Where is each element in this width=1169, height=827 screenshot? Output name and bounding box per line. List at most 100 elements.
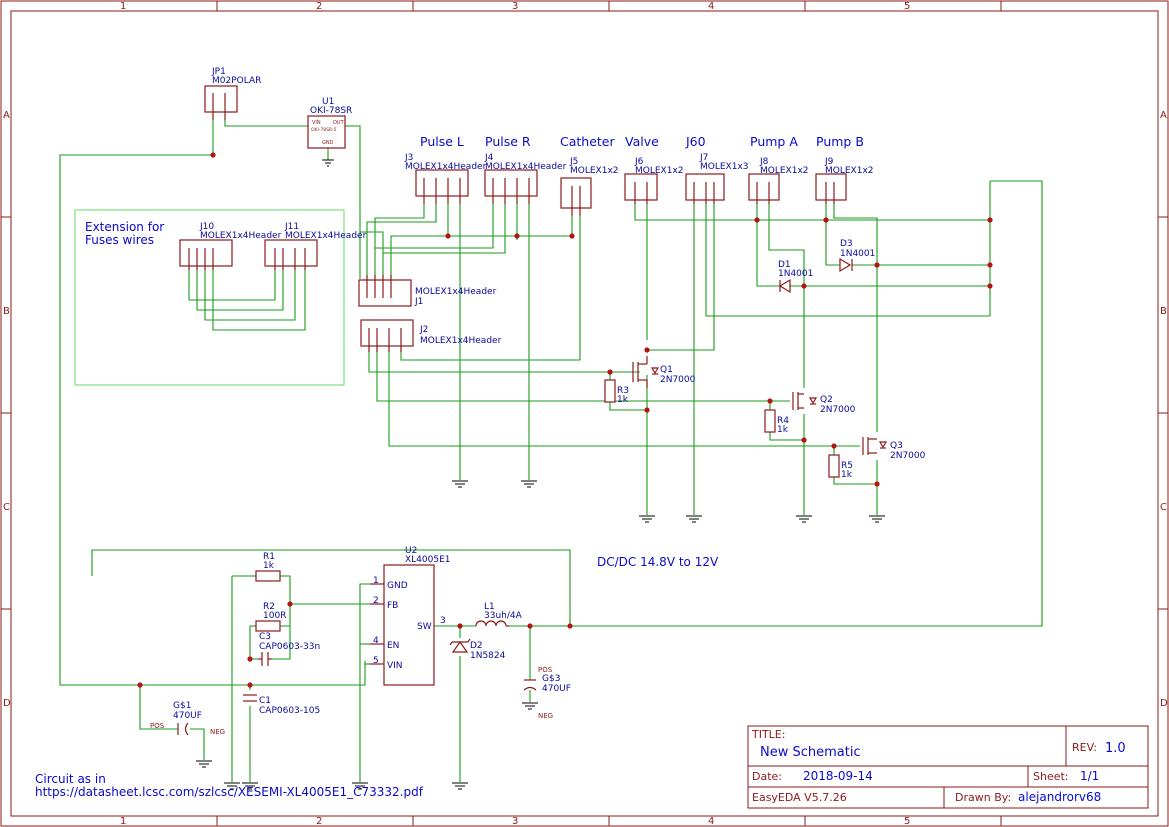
q1-value: 2N7000 [660,375,696,385]
l1-ref: L1 [484,602,495,612]
j3-ref: J3 [404,153,413,163]
row-label-left-c: C [3,502,10,513]
row-label-right-d: D [1160,698,1168,709]
g3-ref: G$3 [542,674,560,684]
header-j60: J60 [685,134,706,149]
u2-pin5-name: VIN [387,661,403,671]
r4-value: 1k [777,425,789,435]
u1-ref: U1 [322,97,334,107]
row-label-right-a: A [1160,110,1167,121]
j9-ref: J9 [824,157,834,167]
dcdc-label: DC/DC 14.8V to 12V [597,555,719,569]
u2-pin1-num: 1 [373,576,379,586]
r3-ref: R3 [617,386,629,396]
u2-pin5-num: 5 [373,656,379,666]
l1-value: 33uh/4A [484,611,523,621]
j6-value: MOLEX1x2 [635,166,684,176]
u2-value: XL4005E1 [405,555,451,565]
title-label: TITLE: [751,728,785,741]
row-label-right-b: B [1160,306,1167,317]
col-label-bottom-1: 1 [120,816,126,827]
q2-ref: Q2 [820,395,833,405]
q3-value: 2N7000 [890,451,926,461]
header-pump-a: Pump A [750,134,798,149]
j11-ref: J11 [284,222,299,232]
g1-pos: POS [150,722,165,730]
j4-ref: J4 [484,153,494,163]
u1-pin-out: OUT [333,120,345,126]
rev-label: REV: [1072,741,1097,754]
tool-version: EasyEDA V5.7.26 [752,791,847,804]
jp1-value: M02POLAR [212,76,261,86]
u2-pin2-name: FB [387,601,398,611]
u1-pin-vin: VIN [312,120,321,126]
header-pump-b: Pump B [816,134,864,149]
col-label-top-4: 4 [708,1,714,12]
col-label-top-2: 2 [316,1,322,12]
u2-pin2-num: 2 [373,596,379,606]
extension-label-1: Extension for [85,220,164,234]
note-label-1: Circuit as in [35,772,106,786]
j11-value: MOLEX1x4Header [285,231,367,241]
j1-ref: J1 [414,297,423,307]
g1-ref: G$1 [173,701,191,711]
g3-value: 470UF [542,684,571,694]
row-label-left-d: D [3,698,11,709]
j5-value: MOLEX1x2 [570,166,619,176]
d3-ref: D3 [840,239,853,249]
component-bodies [177,85,888,736]
g3-pos: POS [538,666,553,674]
r5-value: 1k [841,470,853,480]
r2-ref: R2 [263,602,275,612]
u2-pin3-name: SW [417,622,432,632]
r5-ref: R5 [841,461,853,471]
u2-pin4-name: EN [387,641,399,651]
j8-value: MOLEX1x2 [760,166,809,176]
extension-box [74,209,345,386]
r3-value: 1k [617,395,629,405]
g1-value: 470UF [173,711,202,721]
title-value: New Schematic [760,745,861,760]
row-label-left-a: A [3,110,10,121]
date-label: Date: [752,770,782,783]
r1-ref: R1 [263,552,275,562]
r2-value: 100R [263,611,286,621]
header-catheter: Catheter [560,134,615,149]
d1-value: 1N4001 [778,269,813,279]
j1-value: MOLEX1x4Header [415,287,497,297]
d2-ref: D2 [470,641,483,651]
col-label-top-1: 1 [120,1,126,12]
c3-value: CAP0603-33n [259,642,320,652]
u2-pin4-num: 4 [373,636,379,646]
u1-body: OKI-78SR-5 [311,127,337,133]
r4-ref: R4 [777,416,789,426]
j6-ref: J6 [634,157,644,167]
title-block [747,725,1149,809]
sheet-label: Sheet: [1033,770,1069,783]
q2-value: 2N7000 [820,405,856,415]
col-label-bottom-2: 2 [316,816,322,827]
j7-value: MOLEX1x3 [700,162,749,172]
r1-value: 1k [263,561,275,571]
j5-ref: J5 [569,157,578,167]
col-label-top-5: 5 [904,1,910,12]
d2-value: 1N5824 [470,651,506,661]
header-pulse-l: Pulse L [420,134,464,149]
g1-neg: NEG [210,728,225,736]
sheet-value: 1/1 [1080,769,1099,783]
u2-pin1-name: GND [387,581,408,591]
j10-ref: J10 [199,222,214,232]
note-label-2: https://datasheet.lcsc.com/szlcsc/XESEMI… [35,785,424,799]
u1-value: OKI-78SR [310,106,352,116]
col-label-bottom-3: 3 [512,816,518,827]
drawn-by-label: Drawn By: [955,791,1011,804]
row-label-left-b: B [3,306,10,317]
header-valve: Valve [625,134,659,149]
g3-neg: NEG [538,712,553,720]
j8-ref: J8 [759,157,769,167]
j10-value: MOLEX1x4Header [200,231,282,241]
date-value: 2018-09-14 [803,769,873,783]
junctions [137,152,993,688]
